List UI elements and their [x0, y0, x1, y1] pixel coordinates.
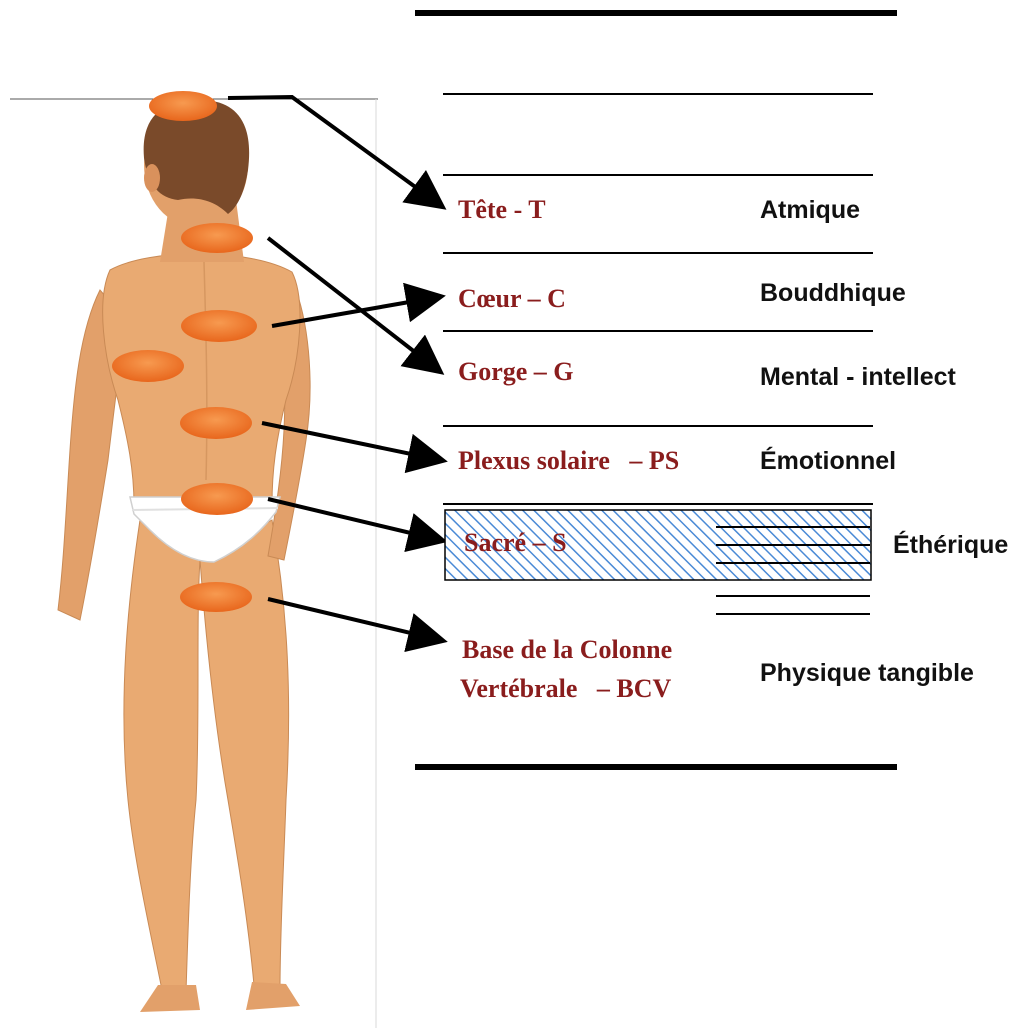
chakra-sacre-marker — [181, 483, 253, 515]
plane-etherique: Éthérique — [893, 530, 1008, 559]
label-plexus: Plexus solaire – PS — [458, 446, 679, 475]
chakra-gorge-marker — [181, 223, 253, 253]
label-gorge: Gorge – G — [458, 357, 574, 386]
label-coeur: Cœur – C — [458, 284, 566, 313]
label-sacre: Sacré – S — [464, 528, 567, 557]
ear — [144, 164, 160, 192]
label-tete: Tête - T — [458, 195, 546, 224]
plane-physique: Physique tangible — [760, 659, 974, 687]
right-foot — [246, 982, 300, 1010]
etheric-band — [445, 510, 871, 614]
left-foot — [140, 985, 200, 1012]
arrow-base — [268, 599, 440, 640]
label-base-line1: Base de la Colonne — [462, 635, 672, 664]
plane-bouddhique: Bouddhique — [760, 279, 906, 307]
arrow-sacre — [268, 499, 440, 540]
plane-mental: Mental - intellect — [760, 363, 957, 391]
chakra-side-marker — [112, 350, 184, 382]
plane-atmique: Atmique — [760, 196, 860, 224]
chakra-plexus-marker — [180, 407, 252, 439]
label-base-line2: Vertébrale – BCV — [460, 674, 672, 703]
chakra-base-marker — [180, 582, 252, 612]
chakra-coeur-marker — [181, 310, 257, 342]
plane-emotionnel: Émotionnel — [760, 446, 896, 475]
center-labels: Tête - T Cœur – C Gorge – G Plexus solai… — [458, 195, 679, 703]
arrow-tete — [228, 97, 440, 205]
chakra-tete-marker — [149, 91, 217, 121]
